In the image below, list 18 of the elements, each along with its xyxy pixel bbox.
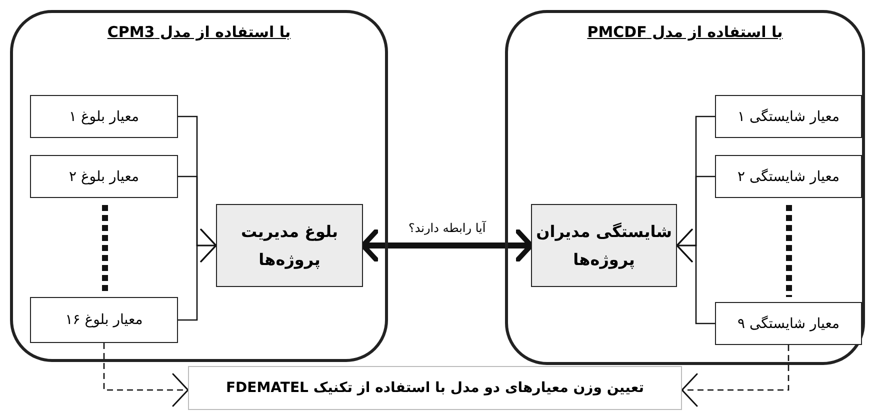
criterion-box: معیار شایستگی ۱ (715, 95, 862, 138)
criterion-box: معیار بلوغ ۱ (30, 95, 178, 138)
arrow (178, 228, 217, 321)
panel-heading: با استفاده از مدل CPM3 (107, 23, 291, 41)
criterion-box: معیار شایستگی ۹ (715, 302, 862, 345)
arrow (103, 343, 189, 407)
arrow (676, 228, 715, 324)
method-box: تعیین وزن معیارهای دو مدل با استفاده از تکنیک FDEMATEL (188, 366, 682, 410)
rounded-panel (505, 10, 865, 365)
rounded-panel (10, 10, 388, 362)
concept-box: شایستگی مدیران پروژه‌ها (531, 204, 677, 287)
panel-heading: با استفاده از مدل PMCDF (587, 23, 783, 41)
criterion-box: معیار بلوغ ۲ (30, 155, 178, 198)
criterion-box: معیار شایستگی ۲ (715, 155, 862, 198)
criterion-box: معیار بلوغ ۱۶ (30, 297, 178, 343)
concept-box: بلوغ مدیریت پروژه‌ها (216, 204, 363, 287)
edge-label: آیا رابطه دارند؟ (408, 220, 487, 234)
arrow (681, 345, 790, 407)
